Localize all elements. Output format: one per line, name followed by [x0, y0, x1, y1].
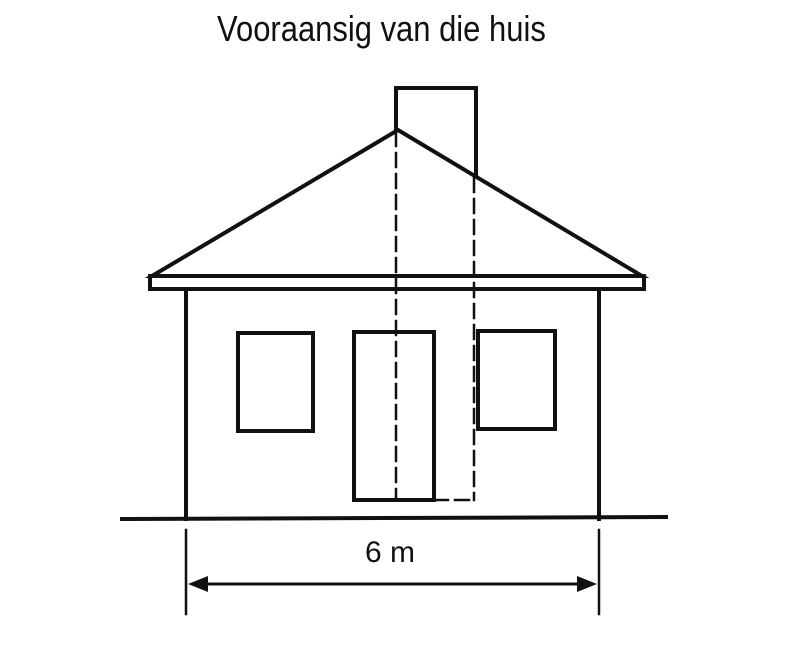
- diagram-title: Vooraansig van die huis: [217, 8, 546, 49]
- dimension-arrow-left: [188, 576, 208, 592]
- dimension-label: 6 m: [365, 536, 415, 569]
- ground-line: [119, 514, 669, 522]
- left-window: [236, 331, 315, 433]
- hidden-chimney-lines: [394, 130, 476, 502]
- door: [352, 330, 436, 502]
- chimney: [394, 86, 478, 178]
- dimension-arrow-right: [577, 576, 597, 592]
- right-window: [476, 329, 557, 431]
